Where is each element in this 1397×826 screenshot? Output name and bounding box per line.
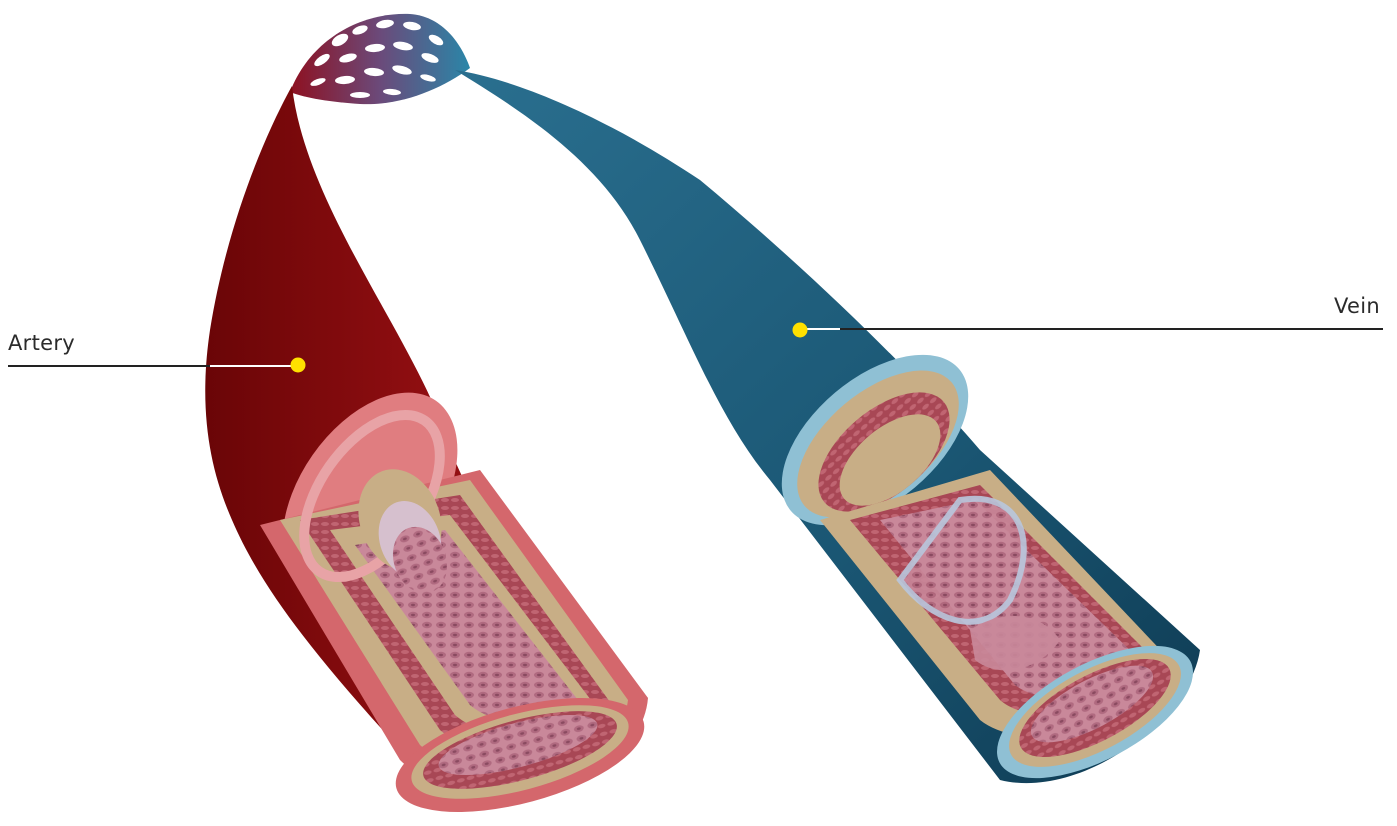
artery-label: Artery [8, 331, 75, 355]
capillary-network [290, 14, 470, 104]
vein-marker-dot [793, 323, 808, 338]
artery [205, 86, 656, 826]
artery-marker-dot [291, 358, 306, 373]
vein-label: Vein [1334, 294, 1380, 318]
vein-callout [793, 323, 1384, 338]
